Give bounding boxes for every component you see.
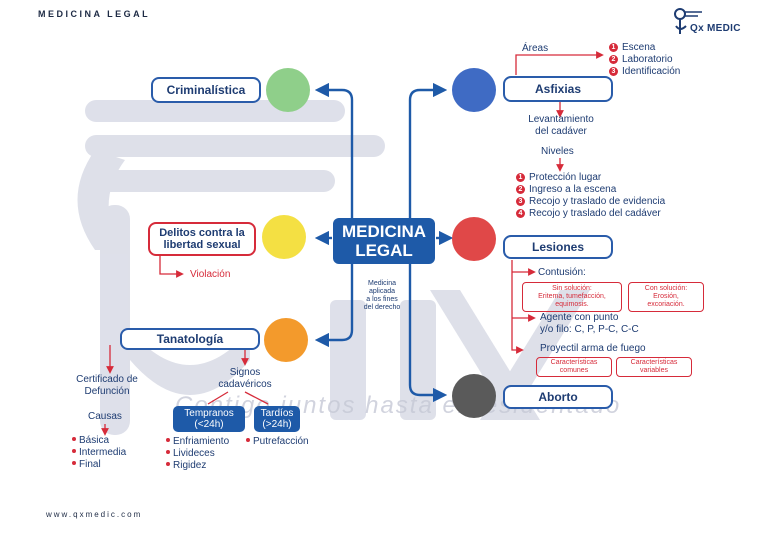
tardios-list: Putrefacción [246, 436, 309, 448]
comunes-box: Características comunes [536, 357, 612, 377]
sin-solucion-box: Sin solución: Eritema, tumefacción, equi… [522, 282, 622, 312]
certificado-label: Certificado de Defunción [76, 374, 138, 397]
green-circle [266, 68, 310, 112]
qxmedic-logo-icon [674, 8, 702, 34]
tanatologia-box[interactable]: Tanatología [120, 328, 260, 350]
levantamiento-label: Levantamiento del cadáver [528, 114, 594, 137]
criminalistica-box[interactable]: Criminalística [151, 77, 261, 103]
con-solucion-box: Con solución: Erosión, excoriación. [628, 282, 704, 312]
orange-circle [264, 318, 308, 362]
contusion-label: Contusión: [538, 267, 586, 278]
footer-url[interactable]: www.qxmedic.com [46, 510, 143, 519]
tempranos-list: Enfriamiento Livideces Rigidez [166, 436, 229, 472]
causas-list: Básica Intermedia Final [72, 435, 126, 471]
agente-label: Agente con punto y/o filo: C, P, P-C, C-… [540, 312, 639, 335]
center-line2: LEGAL [355, 241, 413, 260]
niveles-label: Niveles [541, 146, 574, 157]
proyectil-label: Proyectil arma de fuego [540, 343, 646, 354]
variables-box: Características variables [616, 357, 692, 377]
logo-text: Qx MEDIC [690, 23, 741, 34]
signos-label: Signos cadavéricos [218, 367, 272, 390]
areas-label: Áreas [522, 43, 549, 54]
gray-circle [452, 374, 496, 418]
causas-label: Causas [88, 411, 122, 422]
center-line1: MEDICINA [341, 222, 427, 241]
tardios-box[interactable]: Tardíos (>24h) [254, 406, 300, 432]
violacion-label: Violación [190, 269, 231, 280]
yellow-circle [262, 215, 306, 259]
aborto-box[interactable]: Aborto [503, 385, 613, 409]
asfixias-box[interactable]: Asfixias [503, 76, 613, 102]
lesiones-box[interactable]: Lesiones [503, 235, 613, 259]
blue-circle [452, 68, 496, 112]
tempranos-box[interactable]: Tempranos (<24h) [173, 406, 245, 432]
page-title: MEDICINA LEGAL [38, 9, 151, 19]
delitos-box[interactable]: Delitos contra la libertad sexual [148, 222, 256, 256]
red-circle [452, 217, 496, 261]
center-node: MEDICINA LEGAL [333, 218, 435, 264]
center-note: Medicina aplicada a los fines del derech… [363, 280, 401, 311]
